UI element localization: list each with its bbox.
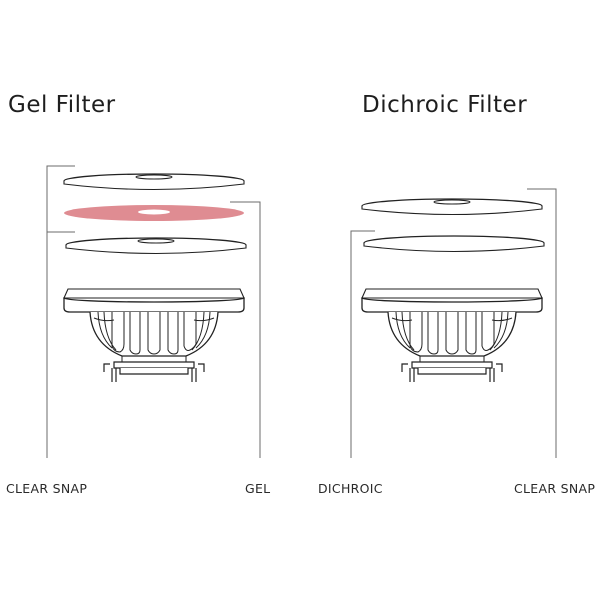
gel-filter-title: Gel Filter: [8, 92, 116, 118]
clear-snap-disc-bottom: [65, 237, 247, 255]
dichroic-filter-disc: [363, 235, 545, 253]
gel-leader-line: [230, 201, 261, 458]
clear-snap-label: CLEAR SNAP: [6, 481, 88, 496]
gel-label: GEL: [245, 481, 271, 496]
clear-snap-label-right: CLEAR SNAP: [514, 481, 596, 496]
dichroic-filter-title: Dichroic Filter: [362, 92, 528, 118]
mr16-lamp-icon: [361, 288, 543, 383]
clear-snap-disc: [361, 198, 543, 216]
gel-filter-assembly: [46, 165, 261, 458]
clear-snap-leader-line: [46, 165, 75, 458]
dichroic-leader-line: [350, 230, 375, 458]
dichroic-filter-assembly: [350, 188, 557, 458]
gel-filter-disc: [64, 205, 244, 221]
clear-snap-disc-top: [63, 173, 245, 191]
dichroic-label: DICHROIC: [318, 481, 383, 496]
clear-snap-leader-line-right: [527, 188, 557, 458]
mr16-lamp-icon: [63, 288, 245, 383]
